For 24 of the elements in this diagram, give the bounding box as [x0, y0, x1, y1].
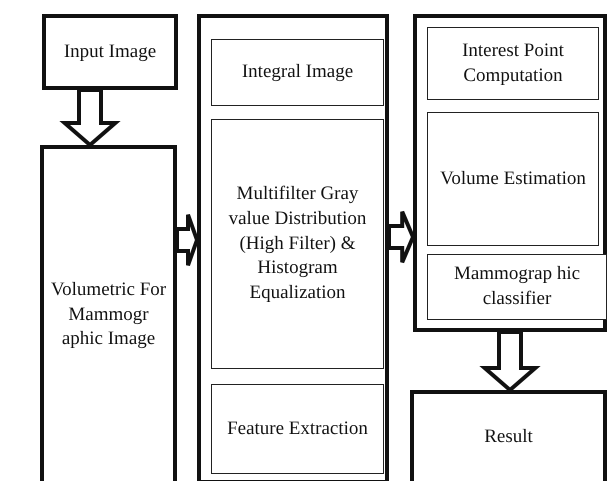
process-box — [211, 39, 384, 106]
node-text: Multifilter Gray value Distribution (High Filter) & Histogram Equalization — [228, 182, 368, 306]
block-arrow — [175, 212, 200, 268]
node-text: Result — [483, 425, 534, 450]
block-arrow — [387, 210, 416, 264]
process-box — [211, 384, 384, 474]
process-box — [410, 390, 607, 481]
node-text: Feature Extraction — [226, 416, 369, 441]
node-text: Mammograp hic classifier — [452, 262, 582, 311]
process-box — [427, 112, 599, 246]
node-text: Integral Image — [240, 60, 354, 84]
process-box — [427, 254, 607, 320]
node-text: Input Image — [62, 40, 158, 64]
node-text: Volumetric For Mammogr aphic Image — [50, 278, 168, 352]
stage-panel — [197, 14, 389, 481]
node-text: Interest Point Computation — [461, 38, 565, 88]
process-box — [42, 14, 178, 90]
stage-panel — [413, 14, 607, 332]
node-text: Volume Estimation — [439, 166, 587, 191]
process-box — [211, 119, 384, 369]
block-arrow — [59, 88, 121, 148]
process-box — [40, 145, 177, 481]
process-box — [427, 27, 599, 100]
block-arrow — [479, 330, 541, 393]
